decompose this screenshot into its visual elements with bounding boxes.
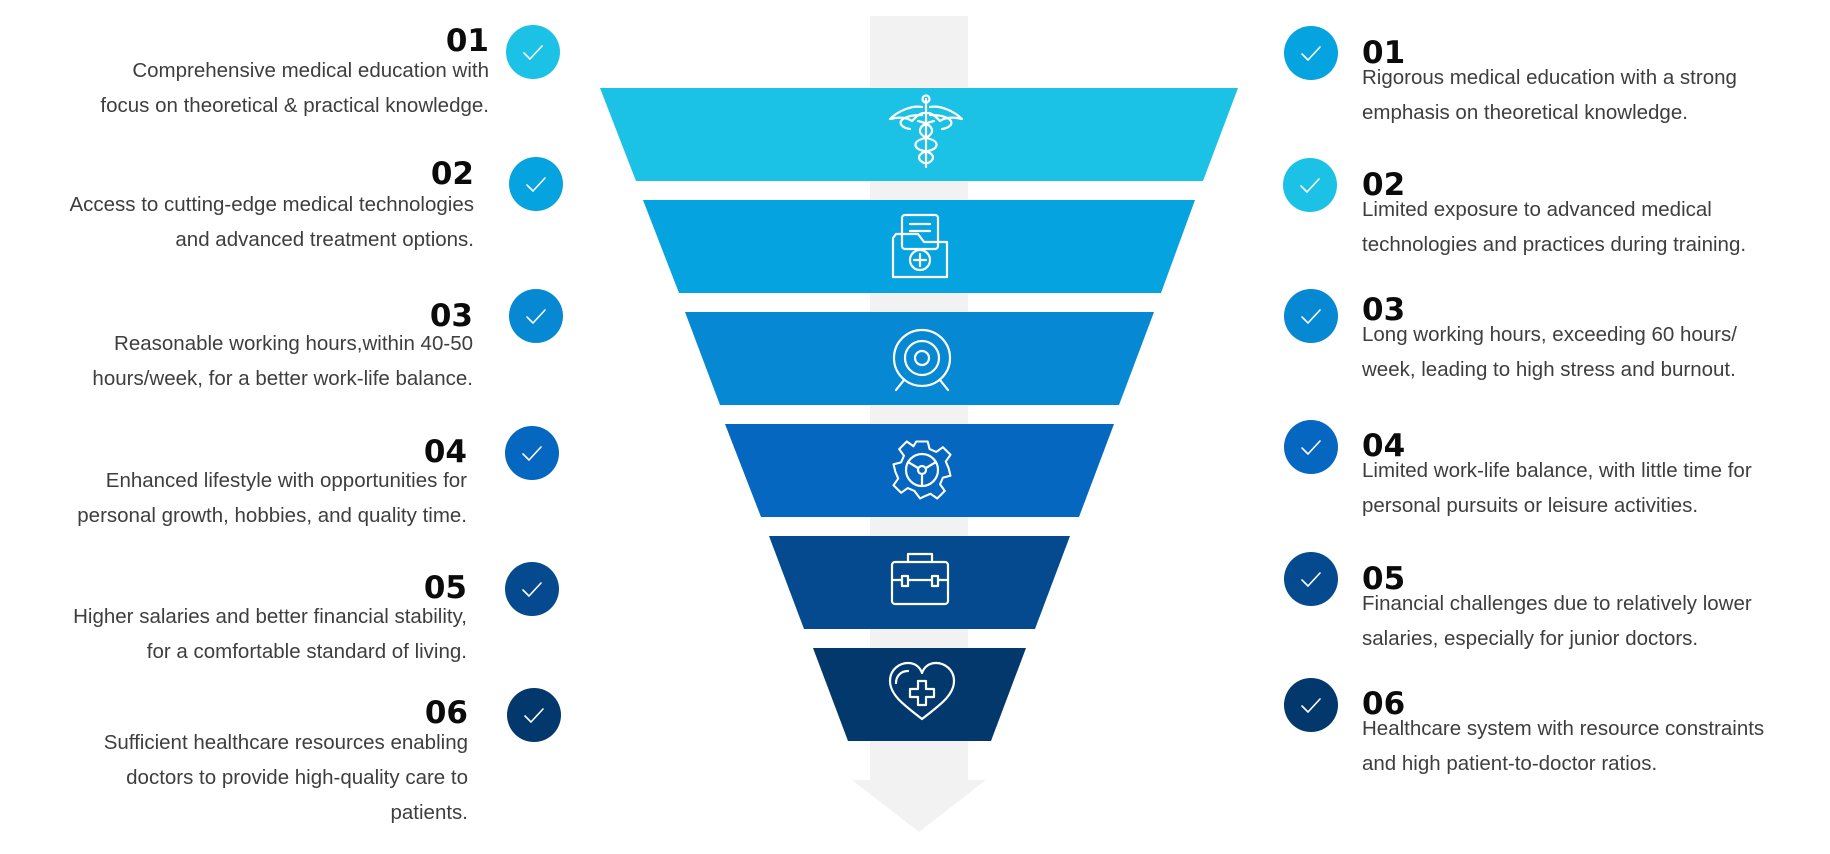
- right-check-icon-5: [1284, 552, 1338, 606]
- description-line: Comprehensive medical education with: [132, 59, 489, 82]
- funnel-level-2: [643, 200, 1195, 293]
- left-item-5: 05 Higher salaries and better financial …: [0, 569, 467, 669]
- description-line: patients.: [390, 801, 469, 824]
- right-item-6: 06 Healthcare system with resource const…: [1362, 685, 1822, 785]
- item-description: Comprehensive medical education with foc…: [100, 53, 489, 123]
- item-number: 02: [1362, 167, 1406, 203]
- item-description: Rigorous medical education with a strong…: [1362, 60, 1737, 130]
- right-item-3: 03 Long working hours, exceeding 60 hour…: [1362, 291, 1822, 391]
- description-line: and advanced treatment options.: [175, 228, 474, 251]
- left-item-2: 02 Access to cutting-edge medical techno…: [0, 155, 474, 255]
- right-check-icon-1: [1284, 26, 1338, 80]
- left-item-6: 06 Sufficient healthcare resources enabl…: [0, 694, 468, 834]
- item-number: 04: [1362, 428, 1406, 464]
- item-number: 05: [1362, 561, 1406, 597]
- item-description: Healthcare system with resource constrai…: [1362, 711, 1764, 781]
- toolbox-icon: [890, 552, 950, 606]
- left-check-icon-4: [505, 426, 559, 480]
- arrow-head: [852, 780, 986, 832]
- description-line: for a comfortable standard of living.: [146, 640, 467, 663]
- medical-folder-icon: [891, 213, 949, 279]
- item-number: 03: [429, 298, 473, 334]
- item-description: Long working hours, exceeding 60 hours/ …: [1362, 317, 1737, 387]
- item-number: 04: [423, 434, 467, 470]
- funnel-level-1: [600, 88, 1238, 181]
- description-line: Higher salaries and better financial sta…: [73, 605, 467, 628]
- description-line: technologies and practices during traini…: [1362, 233, 1747, 256]
- funnel-level-5: [769, 536, 1070, 629]
- item-number: 01: [445, 23, 489, 59]
- item-number: 02: [430, 156, 474, 192]
- right-item-1: 01 Rigorous medical education with a str…: [1362, 34, 1822, 134]
- item-number: 06: [1362, 686, 1406, 722]
- item-number: 01: [1362, 35, 1406, 71]
- right-check-icon-4: [1284, 420, 1338, 474]
- description-line: Healthcare system with resource constrai…: [1362, 717, 1765, 740]
- description-line: Long working hours, exceeding 60 hours/: [1362, 323, 1737, 346]
- item-description: Limited exposure to advanced medical tec…: [1362, 192, 1746, 262]
- description-line: emphasis on theoretical knowledge.: [1362, 101, 1688, 124]
- funnel-level-4: [725, 424, 1114, 517]
- item-description: Enhanced lifestyle with opportunities fo…: [77, 463, 467, 533]
- right-check-icon-3: [1284, 289, 1338, 343]
- description-line: Access to cutting-edge medical technolog…: [69, 193, 474, 216]
- description-line: and high patient-to-doctor ratios.: [1362, 752, 1658, 775]
- item-number: 03: [1362, 292, 1406, 328]
- gear-icon: [892, 440, 952, 500]
- left-check-icon-2: [509, 157, 563, 211]
- right-check-icon-6: [1284, 678, 1338, 732]
- target-icon: [892, 328, 952, 392]
- description-line: Reasonable working hours,within 40-50: [114, 332, 473, 355]
- item-number: 05: [423, 570, 467, 606]
- description-line: doctors to provide high-quality care to: [126, 766, 468, 789]
- item-description: Financial challenges due to relatively l…: [1362, 586, 1752, 656]
- description-line: salaries, especially for junior doctors.: [1362, 627, 1699, 650]
- left-check-icon-1: [506, 25, 560, 79]
- left-item-4: 04 Enhanced lifestyle with opportunities…: [0, 433, 467, 533]
- right-item-5: 05 Financial challenges due to relativel…: [1362, 560, 1822, 660]
- left-check-icon-6: [507, 688, 561, 742]
- funnel-level-3: [685, 312, 1154, 405]
- left-item-3: 03 Reasonable working hours,within 40-50…: [0, 297, 473, 397]
- right-item-2: 02 Limited exposure to advanced medical …: [1362, 166, 1822, 266]
- description-line: Financial challenges due to relatively l…: [1362, 592, 1752, 615]
- funnel-level-6: [813, 648, 1026, 741]
- description-line: Limited exposure to advanced medical: [1362, 198, 1712, 221]
- left-check-icon-5: [505, 562, 559, 616]
- left-item-1: 01 Comprehensive medical education with …: [0, 22, 489, 122]
- description-line: personal growth, hobbies, and quality ti…: [77, 504, 467, 527]
- heart-cross-icon: [888, 661, 956, 721]
- item-description: Reasonable working hours,within 40-50 ho…: [92, 326, 473, 396]
- right-item-4: 04 Limited work-life balance, with littl…: [1362, 427, 1822, 527]
- description-line: personal pursuits or leisure activities.: [1362, 494, 1699, 517]
- description-line: Limited work-life balance, with little t…: [1362, 459, 1752, 482]
- item-description: Sufficient healthcare resources enabling…: [104, 725, 468, 830]
- description-line: week, leading to high stress and burnout…: [1362, 358, 1736, 381]
- item-description: Higher salaries and better financial sta…: [73, 599, 467, 669]
- caduceus-icon: [888, 94, 964, 169]
- description-line: Rigorous medical education with a strong: [1362, 66, 1737, 89]
- item-description: Access to cutting-edge medical technolog…: [69, 187, 474, 257]
- right-check-icon-2: [1283, 158, 1337, 212]
- left-check-icon-3: [509, 289, 563, 343]
- description-line: Sufficient healthcare resources enabling: [103, 731, 468, 754]
- description-line: hours/week, for a better work-life balan…: [92, 367, 473, 390]
- item-number: 06: [424, 695, 468, 731]
- description-line: Enhanced lifestyle with opportunities fo…: [105, 469, 467, 492]
- description-line: focus on theoretical & practical knowled…: [100, 94, 489, 117]
- item-description: Limited work-life balance, with little t…: [1362, 453, 1752, 523]
